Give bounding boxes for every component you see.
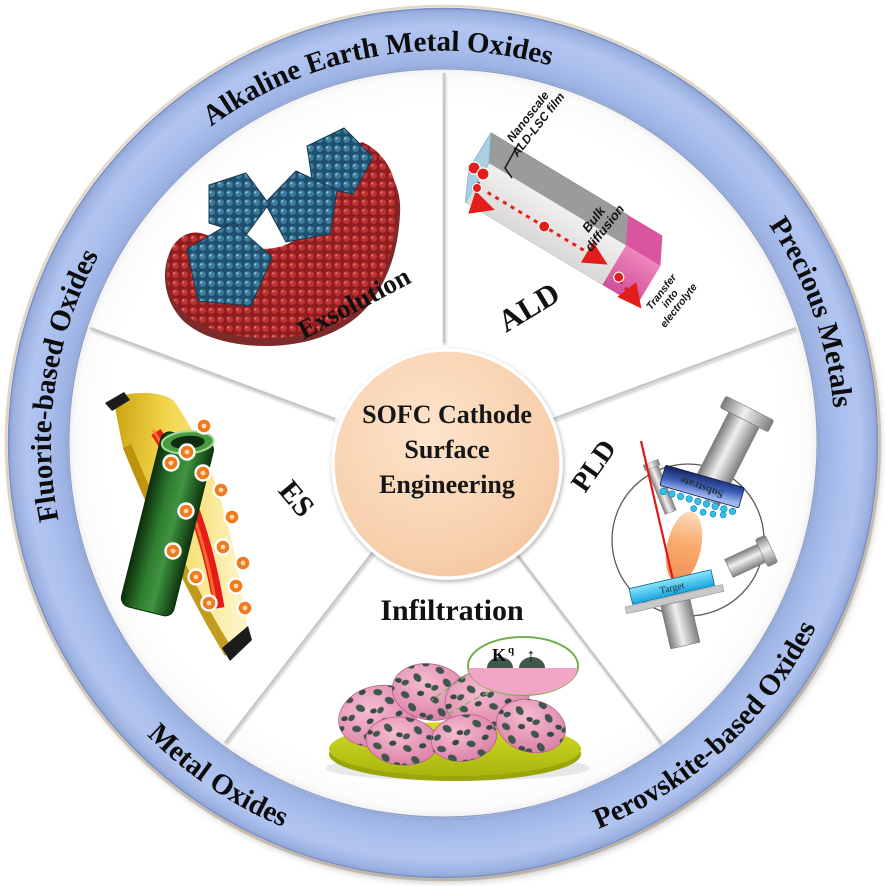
pld-illustration: Substrate Target xyxy=(611,396,778,650)
center-circle xyxy=(331,348,563,580)
magnifier-callout: K q ↑ xyxy=(431,636,579,715)
center-title-line1: SOFC Cathode xyxy=(362,400,532,429)
fiber-surface-dots xyxy=(162,417,254,617)
scaffold-tip xyxy=(105,392,130,411)
sector-dividers xyxy=(89,73,797,744)
ring-outer-edge xyxy=(7,7,879,879)
electrolyte-front-face xyxy=(602,245,661,306)
divider-lower-left xyxy=(224,547,377,744)
particle xyxy=(496,699,566,753)
substrate-bar xyxy=(659,465,745,508)
outer-ring xyxy=(4,4,882,882)
divider-lower-right xyxy=(511,547,662,744)
es-illustration xyxy=(105,392,254,661)
particle xyxy=(431,714,497,762)
ald-bar xyxy=(464,132,663,309)
center-hub xyxy=(331,348,563,580)
side-port-cylinder xyxy=(724,535,778,578)
up-arrow: ↑ xyxy=(527,645,536,665)
ring-inner-edge xyxy=(68,68,818,818)
callout-line xyxy=(431,669,475,701)
target-assembly: Target xyxy=(624,569,725,650)
deposition-dots xyxy=(659,487,737,519)
divider-upper-right xyxy=(552,326,797,421)
ald-illustration: Nanoscale ALD-LSC film Bulk diffusion Tr… xyxy=(464,88,700,330)
ring-warm-outline xyxy=(4,4,882,882)
electrolyte-top-face xyxy=(626,215,663,267)
oxygen-ion-dot xyxy=(472,183,482,193)
target-stem-cylinder xyxy=(660,598,701,650)
sector-label-infiltration: Infiltration xyxy=(380,594,524,627)
center-title-line2: Surface xyxy=(404,435,489,464)
particle xyxy=(366,716,438,766)
ring-band xyxy=(8,8,878,878)
transfer-arrow xyxy=(612,272,642,309)
divider-upper-left xyxy=(89,326,336,421)
surface-dome xyxy=(487,657,513,668)
exsolution-illustration xyxy=(164,127,401,346)
scaffold-tip xyxy=(222,626,252,661)
k-label: K xyxy=(492,645,506,665)
oxygen-ion-dot xyxy=(613,271,625,283)
surface-dome xyxy=(519,657,545,668)
plasma-plume xyxy=(665,511,703,583)
callout-line xyxy=(447,691,489,715)
electrolyte-surface xyxy=(468,668,578,695)
nanoparticle xyxy=(186,221,273,307)
nanoparticle xyxy=(264,170,338,243)
oxygen-ion-dot xyxy=(538,220,551,233)
oxygen-ion-dot xyxy=(476,167,490,181)
infiltration-illustration: K q ↑ xyxy=(326,636,590,781)
center-title-line3: Engineering xyxy=(379,470,515,499)
fiber-tube xyxy=(120,430,215,617)
k-superscript: q xyxy=(508,644,515,656)
oxygen-ion-dot xyxy=(467,161,481,175)
target-bar xyxy=(628,569,715,605)
laser-beam xyxy=(639,440,675,581)
cathode-particles xyxy=(338,663,566,766)
film-leader-line xyxy=(504,142,520,179)
